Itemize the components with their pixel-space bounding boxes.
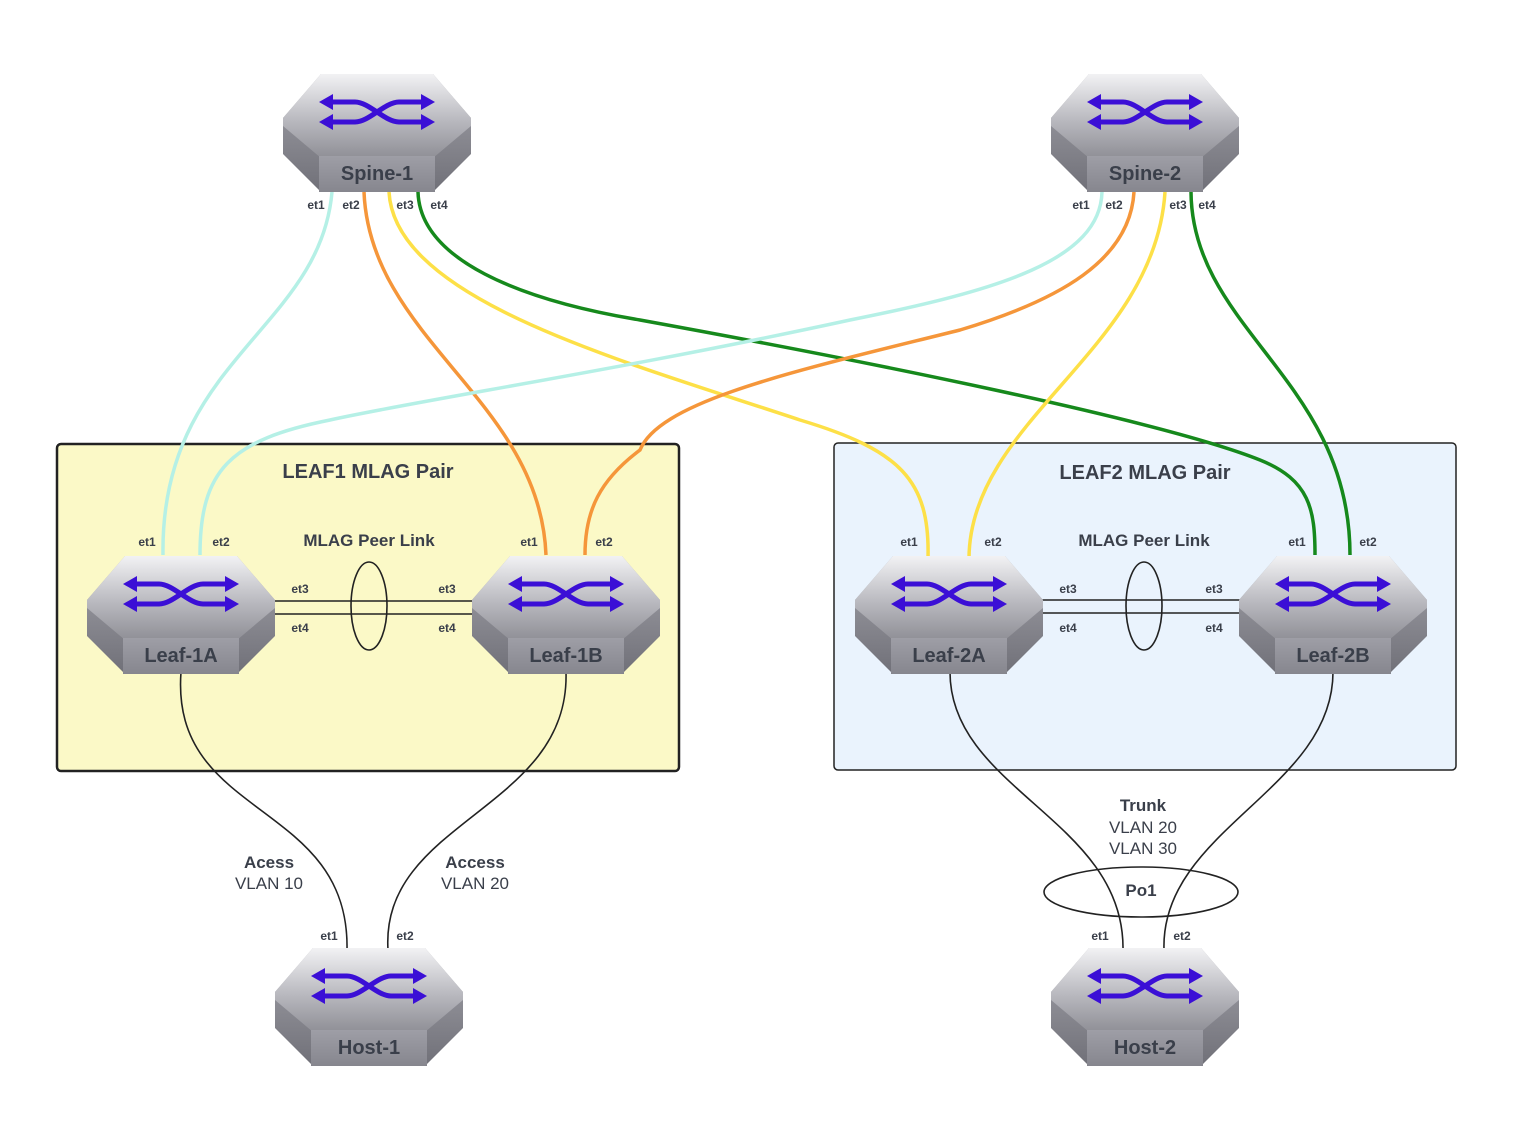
spine1-port-et3: et3 (396, 198, 414, 212)
link-spine1-et3-leaf2a (387, 191, 930, 559)
leaf1a-port-et3: et3 (291, 582, 309, 596)
switch-label-panel (1087, 156, 1203, 192)
spine-2-switch[interactable]: Spine-2 (1051, 74, 1239, 192)
host1-right-mode: Access (445, 853, 505, 872)
spine2-port-et1: et1 (1072, 198, 1090, 212)
leaf2b-port-et2: et2 (1359, 535, 1377, 549)
switch-label-panel (508, 638, 624, 674)
po1-label: Po1 (1125, 881, 1156, 900)
leaf1-mlag-group (55, 442, 681, 773)
peer-links (275, 599, 1240, 615)
peer-link-bundle-leaf2 (1125, 561, 1163, 651)
spine2-name: Spine-2 (1109, 163, 1181, 185)
host2-port-et2: et2 (1173, 929, 1191, 943)
leaf2a-port-et4: et4 (1059, 621, 1077, 635)
host2-name: Host-2 (1114, 1037, 1176, 1059)
host1-port-et1: et1 (320, 929, 338, 943)
leaf1b-port-et4: et4 (438, 621, 456, 635)
leaf1b-port-et1: et1 (520, 535, 538, 549)
leaf1a-port-et2: et2 (212, 535, 230, 549)
switch-label-panel (891, 638, 1007, 674)
leaf2b-port-et4: et4 (1205, 621, 1223, 635)
switch-top (283, 74, 471, 158)
spine2-port-et4: et4 (1198, 198, 1216, 212)
link-spine1-et2-leaf1b (362, 191, 548, 556)
host1-left-vlan: VLAN 10 (235, 874, 303, 893)
switch-top (1051, 948, 1239, 1032)
link-leaf1a-host1 (179, 671, 348, 951)
switch-top (87, 556, 275, 640)
link-spine2-et1-leaf1a (198, 191, 1104, 556)
link-spine2-et4-leaf2b (1189, 191, 1352, 556)
leaf2b-name: Leaf-2B (1296, 645, 1369, 667)
peer-link-label-leaf1: MLAG Peer Link (303, 531, 435, 550)
spine1-name: Spine-1 (341, 163, 413, 185)
leaf2b-port-et3: et3 (1205, 582, 1223, 596)
leaf1a-name: Leaf-1A (144, 645, 217, 667)
switch-top (275, 948, 463, 1032)
switch-top (855, 556, 1043, 640)
host2-port-et1: et1 (1091, 929, 1109, 943)
leaf-2a-switch[interactable]: Leaf-2A (855, 556, 1043, 674)
host-1-switch[interactable]: Host-1 (275, 948, 463, 1066)
spine1-port-et1: et1 (307, 198, 325, 212)
host1-left-mode: Acess (244, 853, 294, 872)
leaf1a-port-et1: et1 (138, 535, 156, 549)
peer-link-label-leaf2: MLAG Peer Link (1078, 531, 1210, 550)
link-spine1-et1-leaf1a (161, 191, 334, 556)
link-leaf1b-host1 (387, 671, 567, 951)
leaf2-group-title: LEAF2 MLAG Pair (1059, 462, 1230, 484)
leaf-1b-switch[interactable]: Leaf-1B (472, 556, 660, 674)
switch-label-panel (1275, 638, 1391, 674)
switch-label-panel (319, 156, 435, 192)
spine2-port-et3: et3 (1169, 198, 1187, 212)
host1-port-et2: et2 (396, 929, 414, 943)
spine2-port-et2: et2 (1105, 198, 1123, 212)
host-links (179, 671, 1334, 951)
switch-top (1051, 74, 1239, 158)
spine-1-switch[interactable]: Spine-1 (283, 74, 471, 192)
leaf-1a-switch[interactable]: Leaf-1A (87, 556, 275, 674)
link-spine2-et3-leaf2a (967, 191, 1167, 559)
spine1-port-et4: et4 (430, 198, 448, 212)
leaf1-group-title: LEAF1 MLAG Pair (282, 461, 453, 483)
leaf2a-name: Leaf-2A (912, 645, 985, 667)
link-spine1-et4-leaf2b (416, 191, 1317, 556)
host1-name: Host-1 (338, 1037, 400, 1059)
spine-links (161, 191, 1352, 559)
port-labels: et1 et2 et3 et4 et1 et2 et3 et4 et1 et2 … (138, 198, 1377, 943)
leaf2a-port-et1: et1 (900, 535, 918, 549)
switch-label-panel (1087, 1030, 1203, 1066)
leaf1a-port-et4: et4 (291, 621, 309, 635)
host2-mode: Trunk (1120, 796, 1167, 815)
leaf2a-port-et2: et2 (984, 535, 1002, 549)
leaf2b-port-et1: et1 (1288, 535, 1306, 549)
link-leaf2b-host2 (1163, 671, 1334, 951)
switch-label-panel (123, 638, 239, 674)
switch-label-panel (311, 1030, 427, 1066)
host2-vlan-30: VLAN 30 (1109, 839, 1177, 858)
leaf2-mlag-group (833, 442, 1457, 771)
host-2-switch[interactable]: Host-2 (1051, 948, 1239, 1066)
spine1-port-et2: et2 (342, 198, 360, 212)
host1-right-vlan: VLAN 20 (441, 874, 509, 893)
link-spine2-et2-leaf1b (583, 191, 1136, 556)
leaf-2b-switch[interactable]: Leaf-2B (1239, 556, 1427, 674)
po1-bundle (1043, 866, 1239, 918)
switch-top (1239, 556, 1427, 640)
leaf1b-port-et3: et3 (438, 582, 456, 596)
host2-vlan-20: VLAN 20 (1109, 818, 1177, 837)
link-leaf2a-host2 (949, 671, 1124, 951)
leaf2a-port-et3: et3 (1059, 582, 1077, 596)
leaf1b-port-et2: et2 (595, 535, 613, 549)
switch-top (472, 556, 660, 640)
leaf1b-name: Leaf-1B (529, 645, 602, 667)
peer-link-bundle-leaf1 (350, 561, 388, 651)
